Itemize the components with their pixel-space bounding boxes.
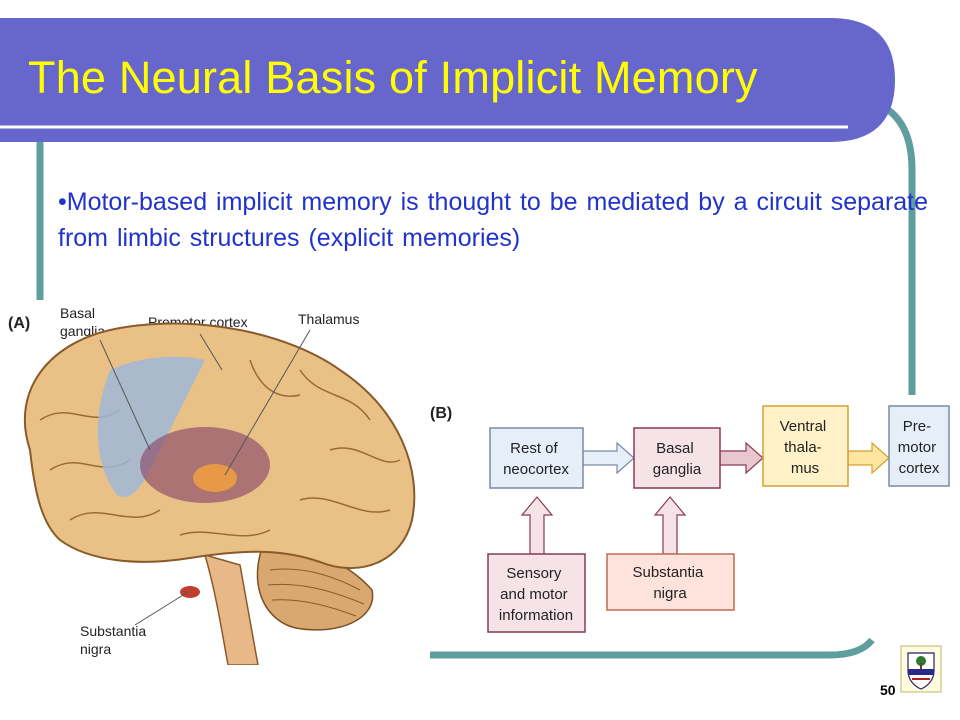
substantia-nigra-region — [180, 586, 200, 598]
box-basal-line1: Basal — [656, 440, 694, 457]
figure-b-diagram: (B) Rest of neocortex Basal ganglia Vent… — [430, 405, 950, 633]
arrow-basal-to-thalamus — [719, 441, 764, 475]
label-thalamus: Thalamus — [298, 311, 359, 327]
box-sensory-line2: and motor — [500, 586, 568, 603]
label-basal-ganglia-line1: Basal — [60, 305, 95, 321]
arrow-neocortex-to-basal — [582, 441, 635, 475]
cerebellum-folds — [267, 568, 365, 617]
crest-logo — [900, 645, 942, 693]
box-ventral-thalamus — [762, 405, 849, 487]
figure-a-label: (A) — [8, 315, 30, 332]
brain-stem — [203, 553, 259, 665]
thalamus-region — [193, 464, 237, 492]
box-basal-ganglia — [633, 427, 721, 489]
box-ventral-line2: thala- — [784, 439, 822, 456]
pointer-lines — [99, 329, 311, 626]
title-bar — [0, 18, 895, 142]
box-rest-of-neocortex — [489, 427, 584, 489]
svg-text:Pre- motor cortex: Pre- motor cortex — [898, 418, 941, 477]
svg-text:Sensory and motor: Sensory and motor information — [499, 565, 573, 624]
box-basal-line2: ganglia — [653, 461, 702, 478]
box-sensory-line3: information — [499, 607, 573, 624]
svg-text:Ventral thala- mus: Ventral thala- mus — [780, 418, 831, 477]
page-number: 50 — [880, 682, 896, 698]
box-neocortex-line1: Rest of — [510, 440, 558, 457]
box-substantia-line1: Substantia — [632, 564, 704, 581]
box-premotor-line1: Pre- — [903, 418, 931, 435]
box-substantia-line2: nigra — [653, 585, 687, 602]
box-premotor-line3: cortex — [899, 460, 940, 477]
bullet-text: •Motor-based implicit memory is thought … — [58, 188, 929, 252]
box-neocortex-line2: neocortex — [503, 461, 569, 478]
box-premotor-cortex — [888, 405, 950, 487]
box-ventral-line3: mus — [791, 460, 819, 477]
label-substantia-nigra-line1: Substantia — [80, 623, 146, 639]
figure-b-label: (B) — [430, 405, 452, 422]
premotor-region — [97, 356, 205, 497]
box-sensory-line1: Sensory — [506, 565, 562, 582]
box-ventral-line1: Ventral — [780, 418, 827, 435]
arrow-sensory-to-neocortex — [520, 496, 554, 555]
arrow-thalamus-to-premotor — [847, 441, 890, 475]
gyri-lines — [39, 359, 401, 537]
box-premotor-line2: motor — [898, 439, 936, 456]
svg-text:Rest of neocortex: Rest of neocortex — [503, 440, 569, 478]
box-substantia-nigra — [606, 553, 735, 611]
basal-ganglia-region — [140, 427, 270, 503]
arrow-substantia-to-basal — [653, 496, 687, 555]
svg-text:Substantia nigra: Substantia nigra — [632, 564, 707, 602]
svg-text:Basal ganglia: Basal ganglia — [653, 440, 702, 478]
figure-a-brain: (A) Basal ganglia Premotor cortex Thalam… — [8, 305, 416, 665]
slide-title: The Neural Basis of Implicit Memory — [28, 52, 758, 103]
box-sensory-motor-information — [487, 553, 586, 633]
label-substantia-nigra-line2: nigra — [80, 641, 111, 657]
